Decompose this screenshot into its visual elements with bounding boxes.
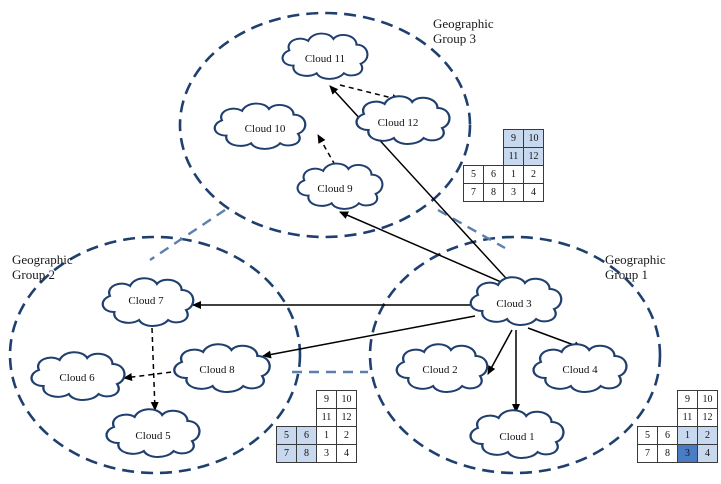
grid-cell: 12 (523, 147, 544, 166)
arrow-c3-c8 (262, 315, 476, 359)
allocation-grid-group-1: 9 10 11 12 5 6 1 2 7 8 3 4 (637, 390, 718, 463)
cloud-7-label: Cloud 7 (128, 295, 164, 307)
cloud-10-label: Cloud 10 (245, 123, 286, 135)
grid-cell: 11 (677, 408, 698, 427)
cloud-4-label: Cloud 4 (562, 364, 598, 376)
grid-cell: 3 (316, 444, 337, 463)
grid-cell: 6 (296, 426, 317, 445)
allocation-grid-group-3: 9 10 11 12 5 6 1 2 7 8 3 4 (463, 129, 544, 202)
grid-cell: 2 (697, 426, 718, 445)
group-2-label-line1: Geographic (12, 252, 73, 267)
arrow-c3-c2 (487, 329, 513, 375)
cloud-6-label: Cloud 6 (59, 372, 95, 384)
grid-cell: 9 (677, 390, 698, 409)
grid-cell: 1 (316, 426, 337, 445)
group-3-label-line1: Geographic (433, 16, 494, 31)
grid-cell: 2 (336, 426, 357, 445)
grid-cell: 12 (336, 408, 357, 427)
group-2-label-line2: Group 2 (12, 267, 55, 282)
cloud-2-label: Cloud 2 (422, 364, 457, 376)
grid-cell: 5 (637, 426, 658, 445)
grid-cell: 9 (316, 390, 337, 409)
group-link-3-2 (149, 209, 226, 261)
arrow-c3-c9 (339, 211, 516, 289)
group-1-label: Geographic Group 1 (605, 252, 666, 282)
grid-cell: 2 (523, 165, 544, 184)
grid-cell: 10 (523, 129, 544, 148)
cloud-1-label: Cloud 1 (499, 431, 534, 443)
grid-cell: 7 (637, 444, 658, 463)
arrow-c8-c6 (123, 370, 181, 381)
group-3-label-line2: Group 3 (433, 31, 476, 46)
grid-cell (658, 409, 678, 427)
group-1-label-line1: Geographic (605, 252, 666, 267)
grid-cell: 1 (503, 165, 524, 184)
grid-cell: 5 (276, 426, 297, 445)
cloud-5-label: Cloud 5 (135, 430, 171, 442)
grid-cell (484, 130, 504, 148)
cloud-3-label: Cloud 3 (496, 298, 532, 310)
grid-cell (297, 409, 317, 427)
group-3-label: Geographic Group 3 (433, 16, 494, 46)
grid-cell (464, 148, 484, 166)
grid-cell (484, 148, 504, 166)
grid-cell (277, 391, 297, 409)
grid-cell: 3 (503, 183, 524, 202)
group-3-boundary (178, 11, 472, 239)
cloud-9-label: Cloud 9 (317, 183, 353, 195)
grid-cell: 11 (503, 147, 524, 166)
grid-cell: 12 (697, 408, 718, 427)
arrow-c11-c12 (339, 84, 401, 102)
grid-cell (638, 409, 658, 427)
arrow-c9-c10 (317, 134, 336, 166)
grid-cell: 4 (697, 444, 718, 463)
grid-cell: 7 (463, 183, 484, 202)
grid-cell: 10 (336, 390, 357, 409)
group-link-3-1 (437, 208, 506, 250)
group-1-label-line2: Group 1 (605, 267, 648, 282)
grid-cell: 7 (276, 444, 297, 463)
grid-cell: 10 (697, 390, 718, 409)
grid-cell: 1 (677, 426, 698, 445)
grid-cell: 4 (523, 183, 544, 202)
grid-cell: 9 (503, 129, 524, 148)
arrow-c7-c5 (150, 327, 159, 411)
grid-cell (464, 130, 484, 148)
cloud-11-label: Cloud 11 (305, 53, 345, 65)
grid-cell (277, 409, 297, 427)
group-2-boundary (8, 235, 302, 475)
grid-cell (297, 391, 317, 409)
grid-cell (638, 391, 658, 409)
grid-cell: 6 (483, 165, 504, 184)
grid-cell: 8 (483, 183, 504, 202)
group-1-boundary (368, 235, 662, 475)
grid-cell: 6 (657, 426, 678, 445)
group-2-label: Geographic Group 2 (12, 252, 73, 282)
grid-cell: 5 (463, 165, 484, 184)
grid-cell: 3 (677, 444, 698, 463)
cloud-8-label: Cloud 8 (199, 364, 235, 376)
grid-cell: 8 (657, 444, 678, 463)
cloud-12-label: Cloud 12 (378, 117, 419, 129)
allocation-grid-group-2: 9 10 11 12 5 6 1 2 7 8 3 4 (276, 390, 357, 463)
grid-cell (658, 391, 678, 409)
grid-cell: 11 (316, 408, 337, 427)
grid-cell: 8 (296, 444, 317, 463)
grid-cell: 4 (336, 444, 357, 463)
